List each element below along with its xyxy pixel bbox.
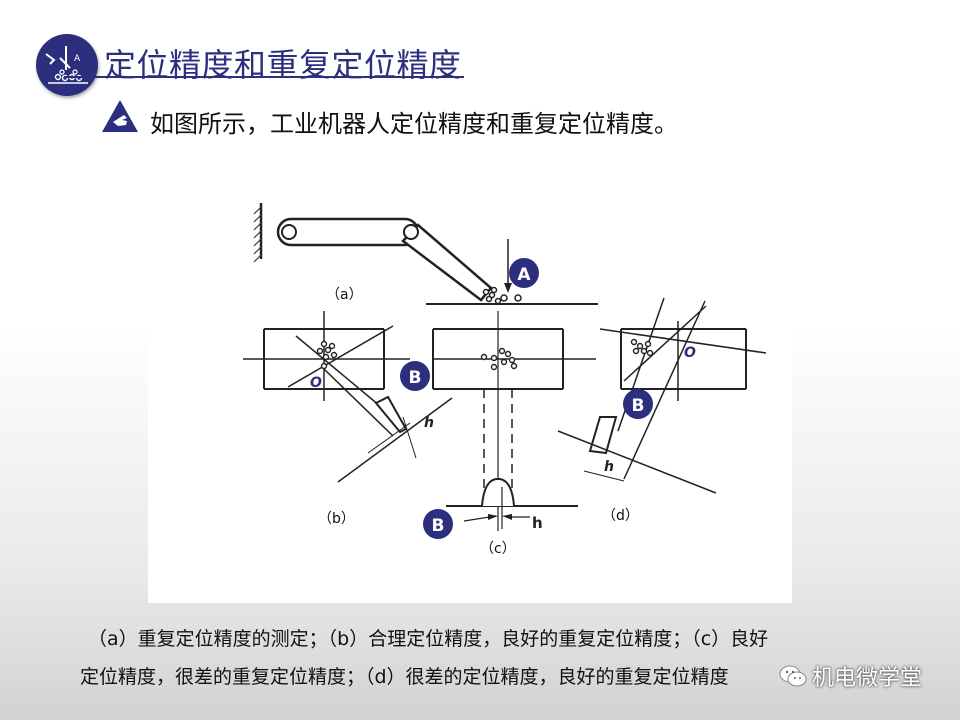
caption-line-2: 定位精度，很差的重复定位精度；（d）很差的定位精度，良好的重复定位精度 (80, 666, 729, 688)
positioning-accuracy-diagram: A （a） O h B （b） (243, 203, 767, 557)
page-title: 定位精度和重复定位精度 (104, 46, 462, 84)
caption-line-1: （a）重复定位精度的测定；（b）合理定位精度，良好的重复定位精度；（c）良好 (88, 628, 769, 650)
diagram-figure: A （a） O h B （b） (148, 161, 792, 603)
label-h-b: h (424, 415, 434, 431)
logo-badge: A (36, 34, 98, 96)
watermark-text: 机电微学堂 (812, 666, 923, 691)
logo-letter: A (74, 54, 81, 64)
label-O-b: O (310, 375, 322, 391)
label-c: （c） (480, 541, 516, 557)
label-h-c: h (532, 514, 543, 532)
panel-c: B h （c） (423, 311, 596, 557)
panel-b: O h B （b） (243, 311, 453, 527)
bullet-text: 如图所示，工业机器人定位精度和重复定位精度。 (150, 110, 678, 138)
label-a: （a） (326, 287, 363, 303)
panel-d: O h B （d） (557, 297, 767, 524)
label-B-d: B (632, 396, 645, 416)
watermark: 机电微学堂 (778, 660, 922, 692)
pointing-hand-icon (102, 100, 138, 132)
label-d: （d） (602, 508, 639, 524)
figure-caption: （a）重复定位精度的测定；（b）合理定位精度，良好的重复定位精度；（c）良好 定… (80, 620, 890, 696)
panel-a: A （a） (253, 203, 598, 305)
robot-logo-icon: A (45, 46, 88, 84)
label-B-c: B (432, 516, 445, 536)
wechat-icon (779, 665, 807, 687)
label-O-d: O (684, 345, 696, 361)
label-A: A (517, 265, 531, 285)
label-b: （b） (318, 511, 355, 527)
label-B-b: B (409, 368, 422, 388)
title-underline (64, 76, 464, 78)
label-h-d: h (604, 459, 614, 475)
